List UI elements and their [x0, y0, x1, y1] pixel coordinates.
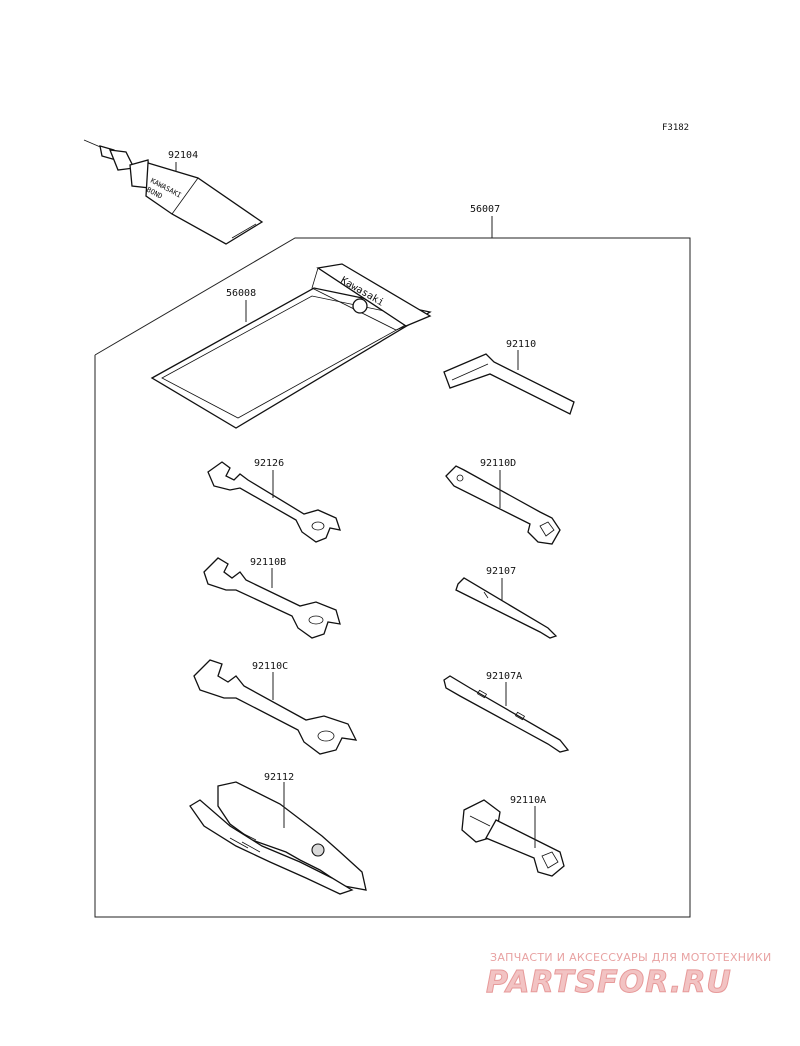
- label-part-box-wrench: 92110A: [510, 795, 546, 806]
- wrench-92110b-icon: [203, 557, 341, 639]
- label-part-screwdriver-bit: 92107A: [486, 671, 522, 682]
- label-part-screwdriver-shaft: 92107: [486, 566, 516, 577]
- plug-wrench-icon: [445, 465, 561, 545]
- label-part-bond: 92104: [168, 150, 198, 161]
- hex-key-icon: [443, 353, 575, 415]
- watermark-logo: PARTSFOR.RU: [486, 965, 732, 1000]
- label-part-wrench-92110c: 92110C: [252, 661, 288, 672]
- figure-code: F3182: [662, 123, 689, 133]
- label-part-wrench-92110b: 92110B: [250, 557, 286, 568]
- watermark-tagline: ЗАПЧАСТИ И АКСЕССУАРЫ ДЛЯ МОТОТЕХНИКИ: [490, 951, 772, 964]
- screwdriver-bit-icon: [443, 675, 570, 753]
- wrench-92110c-icon: [193, 659, 358, 755]
- label-part-pouch: 56008: [226, 288, 256, 299]
- label-kit: 56007: [470, 204, 500, 215]
- label-part-hex-key: 92110: [506, 339, 536, 350]
- label-part-pliers: 92112: [264, 772, 294, 783]
- screwdriver-shaft-icon: [455, 577, 558, 639]
- bond-tube-icon: KAWASAKI BOND: [83, 139, 264, 245]
- watermark: ЗАПЧАСТИ И АКСЕССУАРЫ ДЛЯ МОТОТЕХНИКИ PA…: [486, 951, 772, 1001]
- tool-kit-frame: 56007: [94, 204, 691, 918]
- label-part-wrench-92126: 92126: [254, 458, 284, 469]
- label-part-plug-wrench: 92110D: [480, 458, 516, 469]
- wrench-92126-icon: [207, 461, 341, 543]
- tool-pouch-icon: Kawasaki: [150, 263, 432, 429]
- pliers-icon: [189, 781, 367, 895]
- box-wrench-icon: [461, 799, 565, 877]
